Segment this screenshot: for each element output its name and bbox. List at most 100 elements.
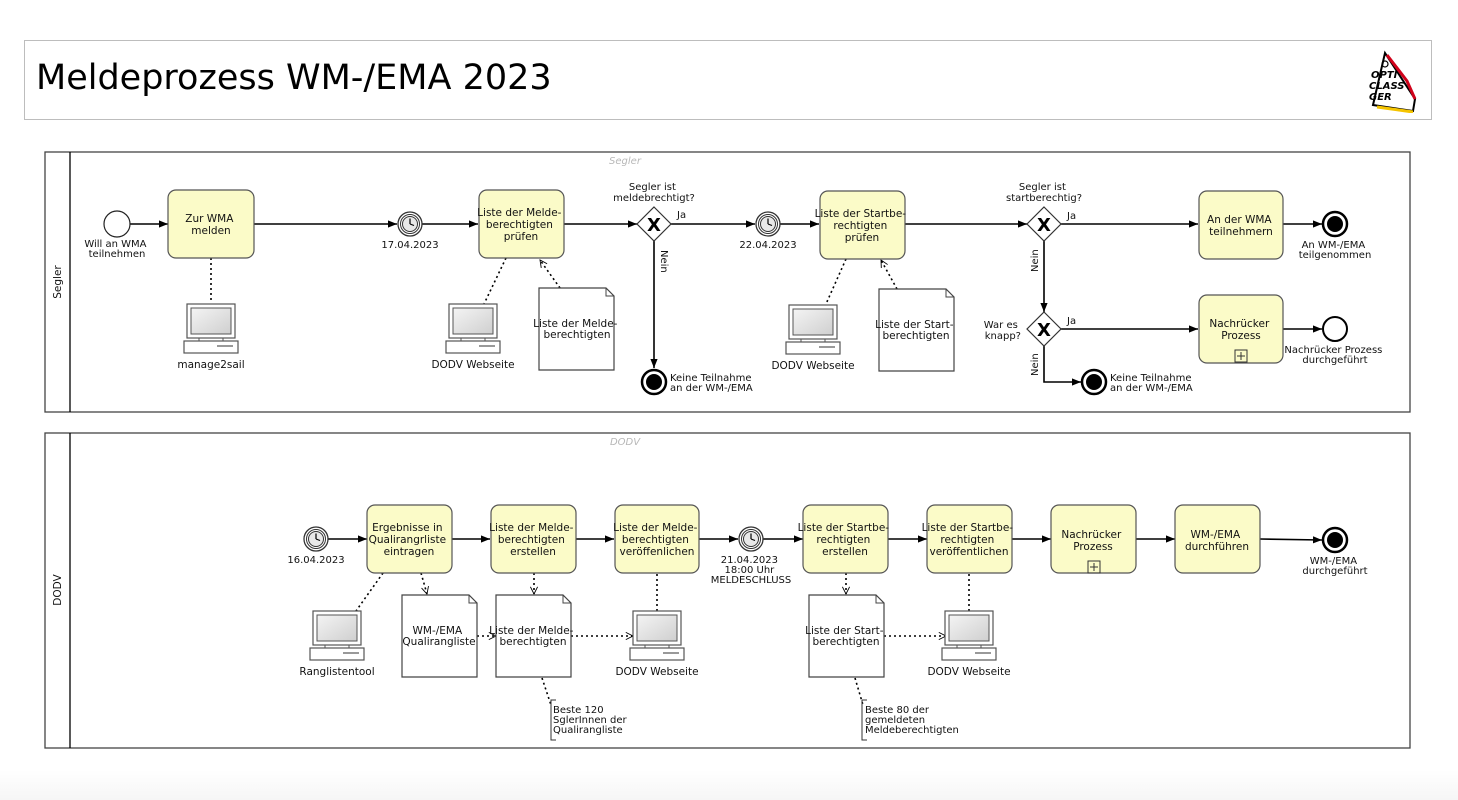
data-object-qualirangliste[interactable]: WM-/EMA Qualirangliste	[401, 594, 478, 678]
gateway-1-yes-label: Ja	[676, 210, 686, 221]
svg-text:Beste 80 der gemeldeten: Beste 80 der gemeldeten Meldeberechtigte…	[865, 705, 959, 736]
svg-text:Liste der Melde- berecht: Liste der Melde- berechtigten	[533, 318, 621, 341]
gateway-war-es-knapp[interactable]: X	[1026, 311, 1062, 347]
svg-text:Liste der Start- berecht: Liste der Start- berechtigten	[875, 319, 957, 342]
end-event-wm-ema-durchgefuehrt[interactable]	[1321, 526, 1349, 554]
text-annotation-beste-80: Beste 80 der gemeldeten Meldeberechtigte…	[861, 699, 959, 741]
title-box: Meldeprozess WM-/EMA 2023 OPTI CLASS GER	[24, 40, 1432, 120]
svg-text:Ergebnisse in Qualirangr: Ergebnisse in Qualirangrliste eintragen	[369, 522, 450, 558]
page-title: Meldeprozess WM-/EMA 2023	[36, 58, 552, 98]
svg-text:An der WMA teilnehmern: An der WMA teilnehmern	[1207, 214, 1275, 238]
svg-text:Liste der Start- berecht: Liste der Start- berechtigten	[805, 625, 887, 648]
timer-label-meldeschluss: 21.04.2023 18:00 Uhr MELDESCHLUSS	[711, 555, 791, 586]
x-icon: X	[1037, 320, 1051, 341]
timer-event-clock-icon[interactable]	[397, 211, 423, 237]
svg-text:Liste der Startbe- recht: Liste der Startbe- rechtigten prüfen	[815, 208, 910, 244]
timer-label-22-04: 22.04.2023	[739, 240, 796, 251]
task-start-veroeffentlichen[interactable]: Liste der Startbe- rechtigten veröffentl…	[922, 504, 1017, 574]
end-event-label: Nachrücker Prozess durchgeführt	[1284, 345, 1385, 366]
end-event-keine-teilnahme[interactable]	[640, 368, 668, 396]
task-melde-erstellen[interactable]: Liste der Melde- berechtigten erstellen	[489, 504, 577, 574]
system-label-ranglistentool: Ranglistentool	[299, 666, 374, 678]
svg-text:Liste der Melde- berecht: Liste der Melde- berechtigten	[489, 625, 577, 648]
gateway-1-no-label: Nein	[658, 250, 669, 273]
svg-text:WM-/EMA durchführen: WM-/EMA durchführen	[1185, 529, 1249, 553]
associations-segler	[210, 257, 898, 305]
opti-class-ger-logo: OPTI CLASS GER	[1369, 50, 1417, 113]
computer-icon	[629, 610, 685, 661]
pool-label-segler: Segler	[52, 265, 64, 299]
task-ergebnisse-eintragen[interactable]: Ergebnisse in Qualirangrliste eintragen	[366, 504, 453, 574]
svg-text:Liste der Melde- berecht: Liste der Melde- berechtigten prüfen	[477, 207, 565, 243]
pool-watermark-segler: Segler	[609, 156, 642, 167]
expand-plus-icon[interactable]	[1234, 349, 1248, 363]
system-label-dodv-webseite: DODV Webseite	[771, 360, 854, 372]
svg-text:Liste der Startbe- recht: Liste der Startbe- rechtigten erstellen	[798, 522, 893, 558]
start-event-will-an-wma[interactable]	[103, 210, 131, 238]
gateway-3-yes-label: Ja	[1066, 316, 1076, 327]
timer-event-clock-icon[interactable]	[755, 211, 781, 237]
svg-text:Nachrücker Prozess: Nachrücker Prozess	[1209, 318, 1272, 342]
data-object-meldeberechtigten[interactable]: Liste der Melde- berechtigten	[533, 287, 621, 371]
end-event-keine-teilnahme-2[interactable]	[1080, 368, 1108, 396]
system-label-dodv-webseite: DODV Webseite	[615, 666, 698, 678]
end-event-teilgenommen[interactable]	[1321, 210, 1349, 238]
end-event-label: WM-/EMA durchgeführt	[1302, 556, 1367, 577]
x-icon: X	[1037, 215, 1051, 236]
subprocess-nachruecker-segler[interactable]: Nachrücker Prozess	[1198, 294, 1284, 364]
system-label-dodv-webseite: DODV Webseite	[431, 359, 514, 371]
task-start-pruefen[interactable]: Liste der Startbe- rechtigten prüfen	[815, 190, 910, 260]
computer-icon	[785, 304, 841, 355]
sequence-flows-dodv	[328, 535, 1323, 544]
gateway-2-question: Segler ist startberechtig?	[1006, 182, 1082, 204]
end-event-label: Keine Teilnahme an der WM-/EMA	[670, 373, 755, 394]
gateway-meldeberechtigt[interactable]: X	[636, 206, 672, 242]
svg-text:Beste 120 SglerInnen der: Beste 120 SglerInnen der Qualirangliste	[553, 705, 630, 736]
gateway-startberechtigt[interactable]: X	[1026, 206, 1062, 242]
gateway-3-question: War es knapp?	[984, 320, 1021, 342]
sequence-flows-segler	[130, 220, 1322, 386]
timer-start-event-clock-icon[interactable]	[303, 526, 329, 552]
text-annotation-beste-120: Beste 120 SglerInnen der Qualirangliste	[550, 699, 630, 741]
gateway-2-yes-label: Ja	[1066, 211, 1076, 222]
end-event-label: Keine Teilnahme an der WM-/EMA	[1110, 373, 1195, 394]
system-label-dodv-webseite: DODV Webseite	[927, 666, 1010, 678]
svg-text:Liste der Melde- berecht: Liste der Melde- berechtigten veröffenli…	[613, 522, 701, 558]
gateway-1-question: Segler ist meldebrechtigt?	[613, 182, 695, 204]
associations-dodv	[355, 572, 970, 706]
computer-icon	[445, 303, 501, 354]
task-wm-ema-durchfuehren[interactable]: WM-/EMA durchführen	[1174, 504, 1261, 574]
pool-segler: Segler Segler	[44, 151, 1411, 413]
gateway-2-no-label: Nein	[1030, 249, 1041, 272]
computer-icon	[183, 303, 239, 354]
subprocess-nachruecker-dodv[interactable]: Nachrücker Prozess	[1050, 504, 1137, 574]
logo-line-3: GER	[1369, 92, 1392, 103]
task-zur-wma-melden[interactable]: Zur WMA melden	[167, 189, 255, 259]
svg-text:Liste der Melde- berecht: Liste der Melde- berechtigten erstellen	[489, 522, 577, 558]
svg-text:WM-/EMA Qualirangliste: WM-/EMA Qualirangliste	[402, 625, 475, 648]
pool-dodv: DODV DODV	[44, 432, 1411, 749]
end-event-nachruecker-done[interactable]	[1322, 316, 1348, 342]
task-start-erstellen[interactable]: Liste der Startbe- rechtigten erstellen	[798, 504, 893, 574]
pool-label-dodv: DODV	[52, 573, 64, 605]
task-melde-veroeffentlichen[interactable]: Liste der Melde- berechtigten veröffenli…	[613, 504, 701, 574]
pool-watermark-dodv: DODV	[610, 437, 641, 448]
svg-text:Nachrücker Prozess: Nachrücker Prozess	[1061, 529, 1124, 553]
end-event-label: An WM-/EMA teilgenommen	[1299, 240, 1372, 261]
timer-event-meldeschluss-clock-icon[interactable]	[738, 526, 764, 552]
computer-icon	[941, 610, 997, 661]
data-object-meldeberechtigten-dodv[interactable]: Liste der Melde- berechtigten	[489, 594, 577, 678]
data-object-startberechtigten[interactable]: Liste der Start- berechtigten	[875, 288, 957, 372]
logo-line-2: CLASS	[1369, 81, 1405, 92]
data-object-startberechtigten-dodv[interactable]: Liste der Start- berechtigten	[805, 594, 887, 678]
task-melde-pruefen[interactable]: Liste der Melde- berechtigten prüfen	[477, 189, 565, 259]
timer-label-17-04: 17.04.2023	[381, 240, 438, 251]
system-label-manage2sail: manage2sail	[177, 359, 244, 371]
task-an-der-wma-teilnehmen[interactable]: An der WMA teilnehmern	[1198, 190, 1284, 260]
svg-text:Liste der Startbe- recht: Liste der Startbe- rechtigten veröffentl…	[922, 522, 1017, 558]
logo-line-1: OPTI	[1371, 70, 1398, 81]
expand-plus-icon[interactable]	[1087, 560, 1101, 574]
timer-label-16-04: 16.04.2023	[287, 555, 344, 566]
start-event-label: Will an WMA teilnehmen	[84, 239, 149, 260]
